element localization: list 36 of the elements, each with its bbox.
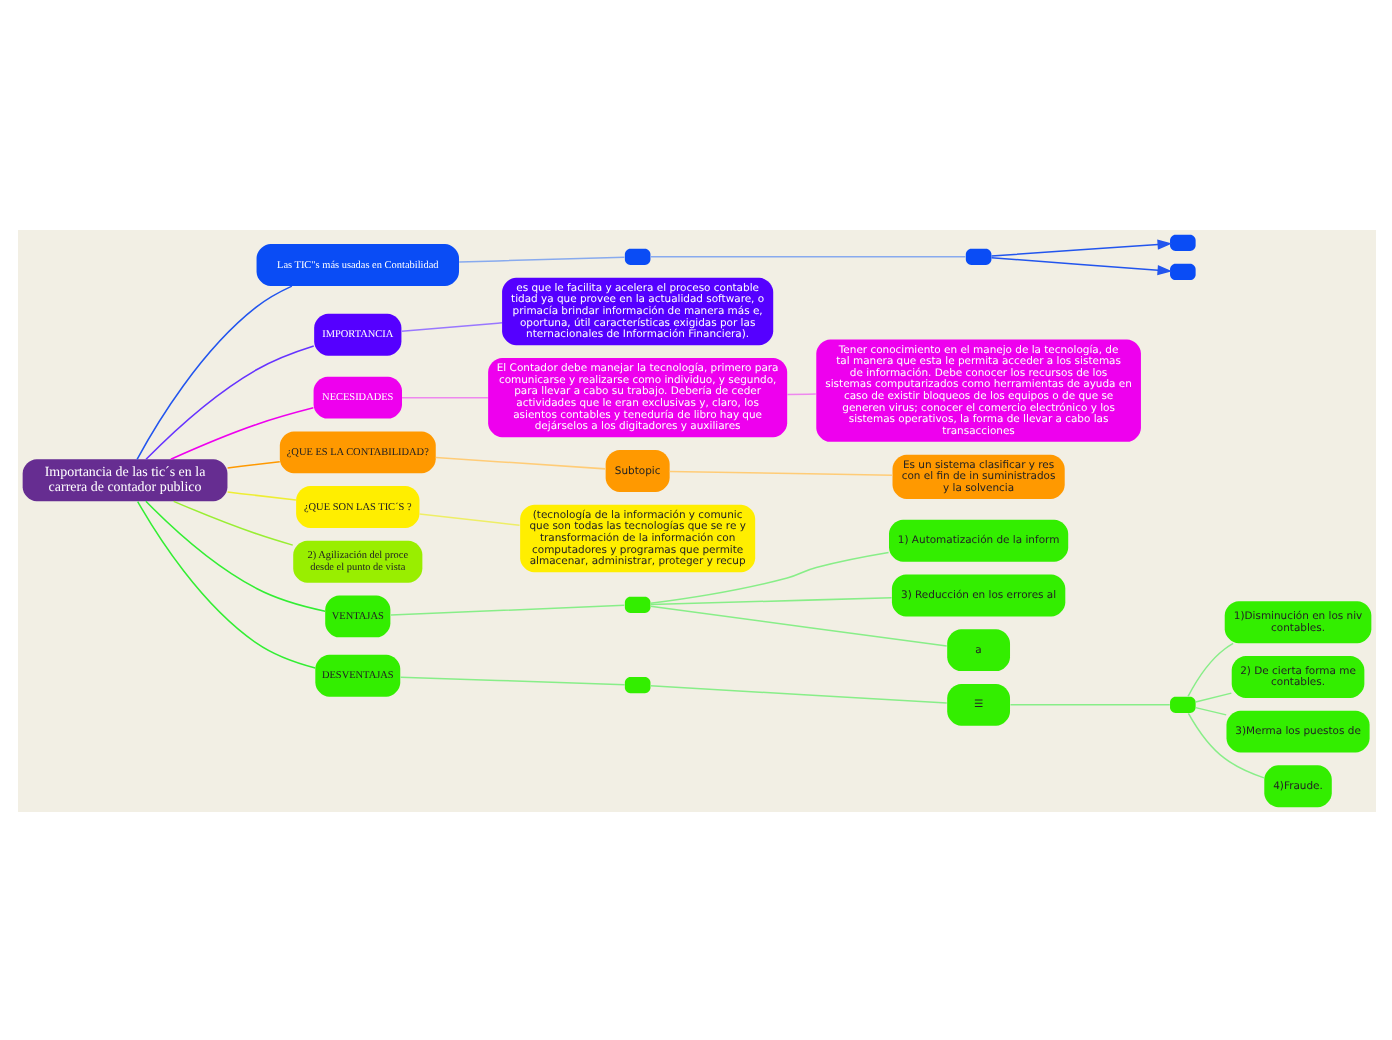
connector: [668, 469, 893, 476]
arrow: [989, 238, 1172, 256]
connector: [1193, 705, 1226, 715]
connector: [417, 512, 520, 525]
connector: [135, 499, 315, 668]
node-box: [623, 675, 650, 693]
connector: [457, 255, 625, 262]
connector: [171, 499, 293, 545]
connector: [225, 459, 280, 468]
connector: [1008, 703, 1170, 705]
node-box: [1169, 233, 1195, 251]
connector: [648, 255, 966, 257]
connector: [389, 603, 625, 615]
connector: [225, 490, 296, 500]
connector: [1193, 691, 1232, 702]
connector: [144, 344, 314, 460]
connector: [648, 550, 889, 604]
connector: [785, 392, 816, 395]
node-box: [623, 247, 650, 264]
connector: [398, 675, 625, 685]
node-box: [623, 595, 650, 612]
arrow: [989, 255, 1172, 275]
connector: [1186, 641, 1233, 697]
connector: [399, 321, 502, 331]
node-box: [1169, 262, 1195, 280]
connector: [135, 284, 292, 460]
node-box: [1169, 695, 1195, 712]
connector: [144, 499, 325, 611]
node-box: [964, 247, 991, 264]
connector: [648, 596, 892, 605]
connector: [169, 406, 314, 460]
connector: [1186, 711, 1264, 778]
connector: [434, 455, 606, 469]
connector: [648, 604, 947, 646]
connector: [648, 684, 947, 703]
connector: [400, 395, 488, 398]
